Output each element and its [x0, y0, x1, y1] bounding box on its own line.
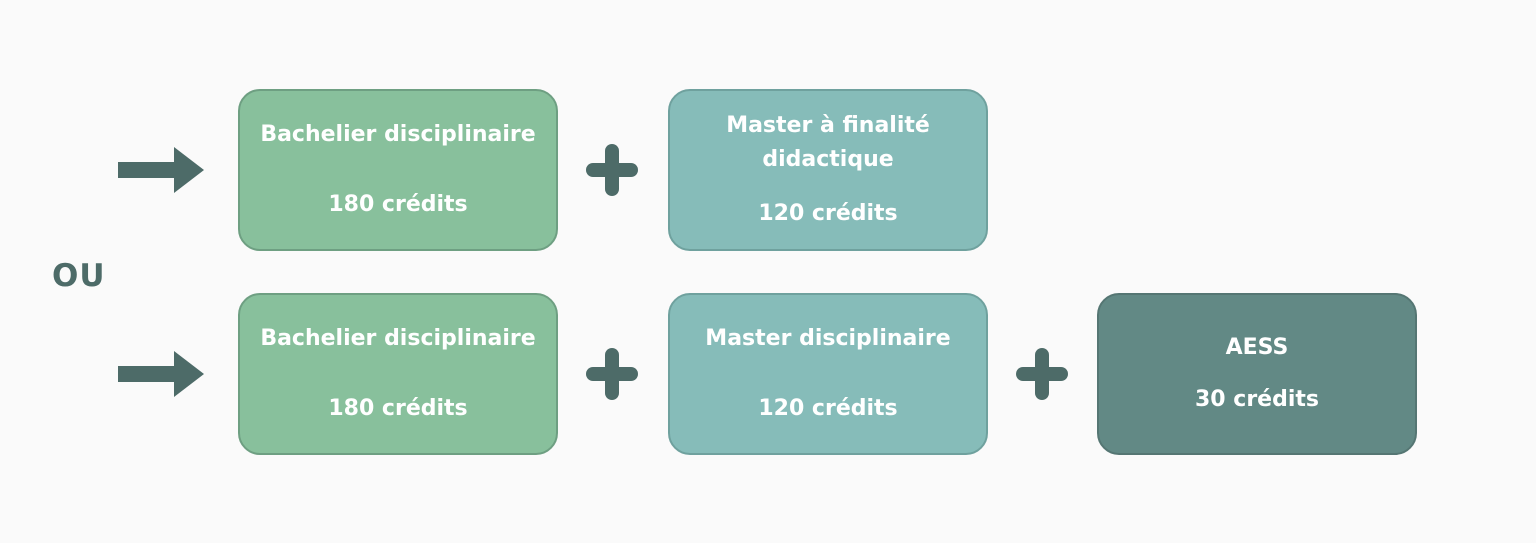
plus-icon	[586, 144, 638, 196]
row2-master-box: Master disciplinaire 120 crédits	[668, 293, 988, 455]
plus-icon	[1016, 348, 1068, 400]
row2-bachelier-box: Bachelier disciplinaire 180 crédits	[238, 293, 558, 455]
arrow-right-icon	[118, 147, 204, 193]
box-credits: 120 crédits	[758, 396, 898, 421]
row1-bachelier-box: Bachelier disciplinaire 180 crédits	[238, 89, 558, 251]
arrow-right-icon	[118, 351, 204, 397]
box-title: Master disciplinaire	[705, 326, 951, 351]
plus-icon	[586, 348, 638, 400]
box-title: Master à finalité didactique	[726, 113, 930, 172]
box-title: Bachelier disciplinaire	[260, 326, 536, 351]
box-credits: 180 crédits	[328, 192, 468, 217]
row1-master-box: Master à finalité didactique 120 crédits	[668, 89, 988, 251]
row2-aess-box: AESS 30 crédits	[1097, 293, 1417, 455]
box-title: AESS	[1225, 335, 1289, 360]
box-credits: 180 crédits	[328, 396, 468, 421]
box-credits: 120 crédits	[758, 201, 898, 226]
box-credits: 30 crédits	[1195, 387, 1319, 412]
separator-label: OU	[52, 258, 106, 294]
box-title: Bachelier disciplinaire	[260, 122, 536, 147]
